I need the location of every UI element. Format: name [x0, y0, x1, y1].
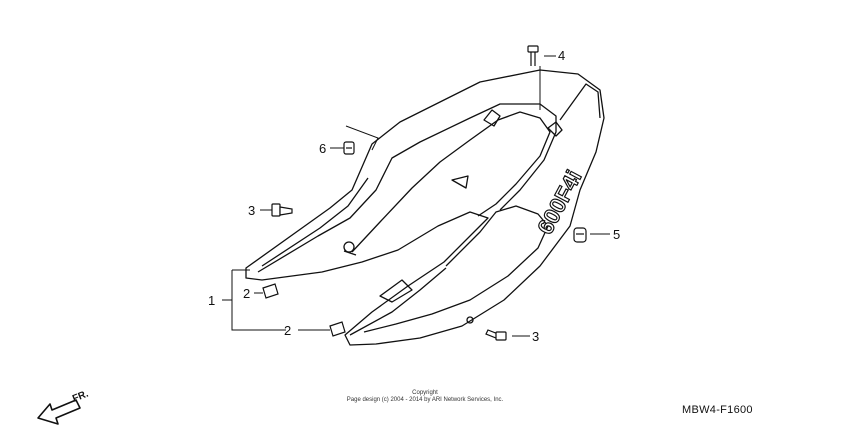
cushion-2-upper [262, 283, 279, 299]
cowl-rear-tip [559, 83, 601, 121]
cowl-lower-edge [349, 267, 447, 336]
clip-seat-front [547, 121, 563, 137]
clip-seat-rear [483, 109, 501, 127]
diagram-code: MBW4-F1600 [682, 404, 753, 416]
rear-cowl [245, 69, 605, 346]
direction-label: FR. [71, 388, 90, 404]
clip-6 [343, 141, 355, 155]
screw-hole-lower [466, 316, 474, 324]
bolt-3-lower [485, 329, 507, 341]
callout-2-lower: 2 [284, 323, 291, 338]
cushion-2-lower [329, 321, 346, 337]
cowl-seat-opening [351, 111, 551, 253]
copyright-heading: Copyright [412, 390, 438, 396]
arrow-icon [37, 399, 81, 425]
callout-6: 6 [319, 141, 326, 156]
leader-lines [222, 55, 610, 337]
callout-1: 1 [208, 293, 215, 308]
mount-boss-line [343, 250, 357, 256]
callout-2-upper: 2 [243, 286, 250, 301]
front-direction-arrow: FR. [37, 388, 90, 425]
callout-3-upper: 3 [248, 203, 255, 218]
cowl-side-crease [363, 205, 549, 333]
callout-5: 5 [613, 227, 620, 242]
cowl-outline [245, 69, 605, 346]
cowl-stay-tab [451, 175, 469, 189]
copyright-notice: Page design (c) 2004 - 2014 by ARI Netwo… [346, 397, 504, 403]
cowl-inner-ledge [261, 177, 369, 267]
bolt-4 [527, 45, 539, 66]
bolt-3-upper [271, 203, 293, 217]
callout-4: 4 [558, 48, 565, 63]
cowl-notch [379, 279, 413, 303]
grommet-5 [573, 227, 587, 243]
cowl-inner-rim [257, 103, 557, 273]
callout-3-lower: 3 [532, 329, 539, 344]
